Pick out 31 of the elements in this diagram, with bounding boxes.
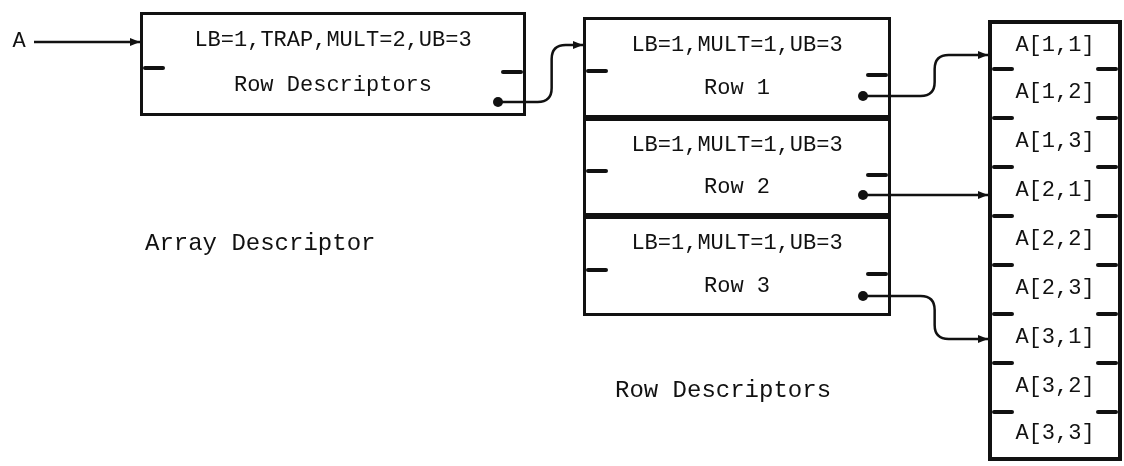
pointer-label: Row Descriptors xyxy=(233,74,432,99)
element-cell xyxy=(988,412,1122,461)
arrow xyxy=(34,38,140,46)
element-label: A[1,1] xyxy=(1015,34,1095,59)
element-label: A[3,1] xyxy=(1015,326,1095,351)
pointer-label: Row 3 xyxy=(704,275,770,300)
element-label: A[1,2] xyxy=(1015,81,1095,106)
element-cell xyxy=(988,20,1122,69)
diagram-caption: Row Descriptors xyxy=(615,377,832,404)
descriptor-box xyxy=(140,12,526,116)
descriptor-box xyxy=(583,216,891,316)
element-label: A[3,2] xyxy=(1015,375,1095,400)
element-label: A[2,2] xyxy=(1015,228,1095,253)
arrow xyxy=(891,294,988,343)
element-label: A[3,3] xyxy=(1015,422,1095,447)
element-label: A[2,1] xyxy=(1015,179,1095,204)
descriptor-box xyxy=(583,17,891,118)
diagram-caption: Array Descriptor xyxy=(145,230,376,257)
field-label: LB=1,MULT=1,UB=3 xyxy=(631,232,843,257)
field-label: LB=1,MULT=1,UB=3 xyxy=(631,33,843,58)
pointer-label: Row 1 xyxy=(704,77,770,102)
element-label: A[2,3] xyxy=(1015,277,1095,302)
arrow xyxy=(891,51,988,98)
arrow xyxy=(526,41,583,104)
arrow xyxy=(891,191,988,199)
element-label: A[1,3] xyxy=(1015,130,1095,155)
descriptor-box xyxy=(583,118,891,216)
field-label: A xyxy=(12,29,26,55)
pointer-label: Row 2 xyxy=(704,175,770,201)
field-label: LB=1,TRAP,MULT=2,UB=3 xyxy=(194,29,472,54)
field-label: LB=1,MULT=1,UB=3 xyxy=(631,133,843,159)
